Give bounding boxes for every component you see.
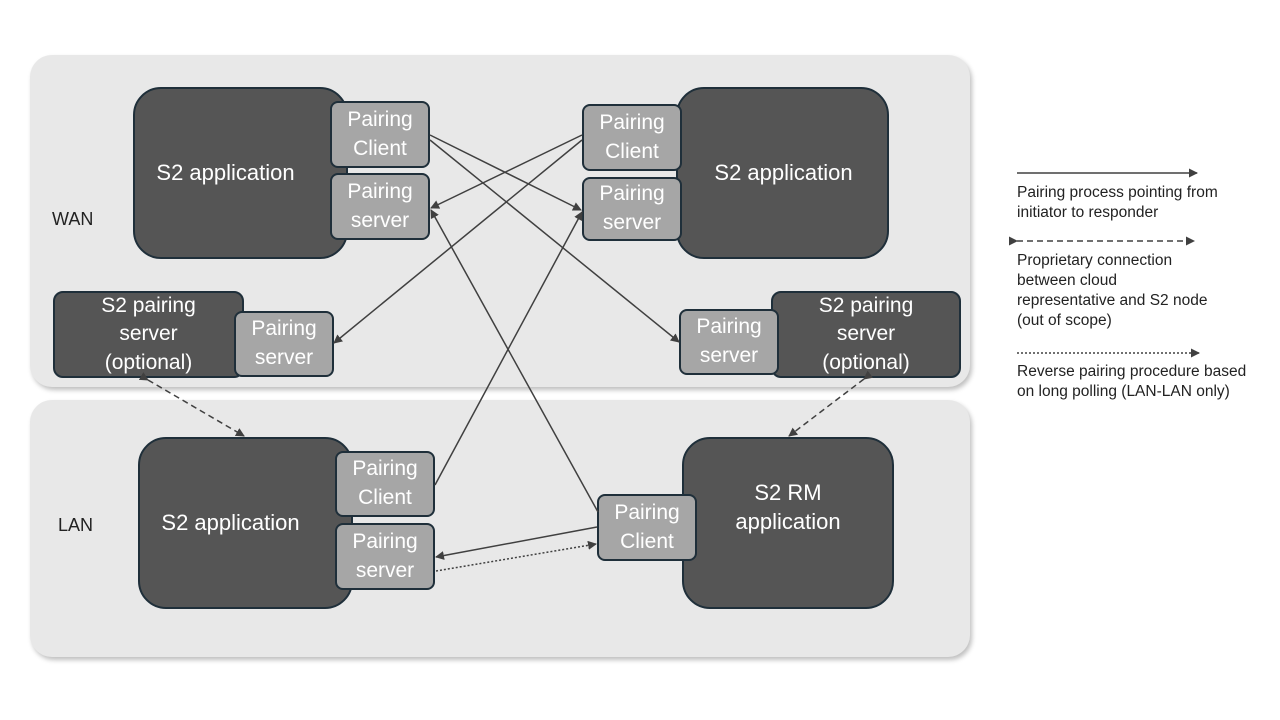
arrow-rm-client-to-wan-left-server: [430, 209, 599, 513]
arrow-wan-left-client-to-right-optional-server: [429, 139, 680, 343]
lan-left-pairing-client: Pairing Client: [335, 451, 435, 517]
lan-left-s2-application: S2 application: [138, 437, 353, 609]
legend-solid-text: Pairing process pointing from initiator …: [1017, 184, 1218, 222]
legend-dotted-text: Reverse pairing procedure based on long …: [1017, 363, 1247, 401]
lan-s2-rm-application-label: S2 RM application: [735, 480, 841, 534]
wan-right-pairing-server: Pairing server: [582, 177, 682, 241]
legend-dashed-text: Proprietary connection between cloud rep…: [1017, 252, 1208, 330]
lan-rm-pairing-client: Pairing Client: [597, 494, 697, 561]
lan-left-s2-application-label: S2 application: [161, 509, 300, 535]
arrow-wan-right-client-to-wan-left-server: [430, 134, 583, 209]
lan-left-pairing-server: Pairing server: [335, 523, 435, 590]
arrow-lan-left-client-to-wan-right-server: [434, 211, 583, 486]
lan-s2-rm-application: S2 RM application: [682, 437, 894, 609]
arrow-wan-right-client-to-left-optional-server: [333, 139, 583, 344]
wan-right-s2-application-label: S2 application: [714, 159, 853, 185]
wan-left-s2-application-label: S2 application: [156, 159, 295, 185]
wan-left-pairing-server: Pairing server: [330, 173, 430, 240]
dashed-left-proprietary: [138, 372, 245, 437]
wan-right-pairing-client: Pairing Client: [582, 104, 682, 171]
wan-left-optional-pairing-server-port: Pairing server: [234, 311, 334, 377]
wan-left-pairing-client: Pairing Client: [330, 101, 430, 168]
wan-left-s2-application: S2 application: [133, 87, 348, 259]
lan-label: LAN: [58, 515, 94, 535]
wan-right-optional-pairing-server-port: Pairing server: [679, 309, 779, 375]
arrow-rm-client-to-lan-left-server: [435, 526, 598, 560]
wan-right-s2-application: S2 application: [676, 87, 889, 259]
dashed-right-proprietary: [788, 370, 874, 437]
wan-label: WAN: [52, 209, 94, 229]
dotted-reverse-pairing: [435, 540, 597, 572]
wan-left-s2-pairing-server-optional: S2 pairing server (optional): [53, 291, 244, 378]
